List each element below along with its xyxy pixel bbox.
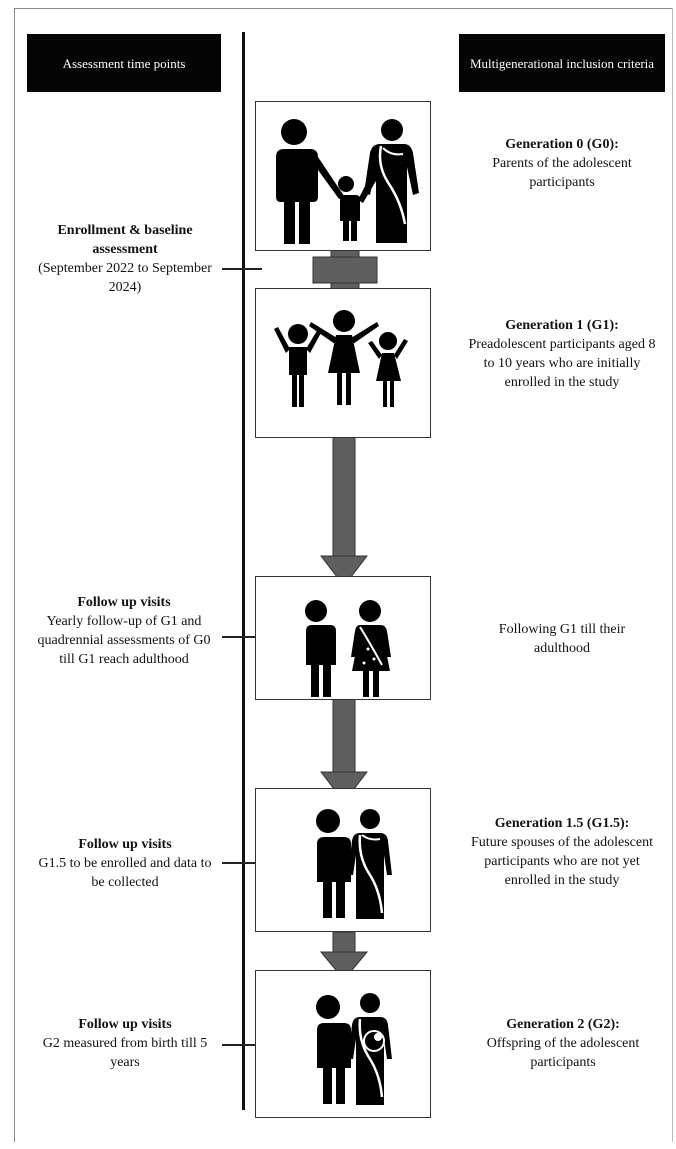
family-parents-with-child-icon [276, 119, 419, 244]
time-point-title: Enrollment & baseline assessment [57, 223, 193, 257]
time-point-text: G2 measured from birth till 5 years [42, 1036, 208, 1070]
generation-g0: Generation 0 (G0): Parents of the adoles… [472, 135, 652, 192]
time-point-followup-3: Follow up visits G2 measured from birth … [36, 1015, 214, 1072]
header-assessment-time-points: Assessment time points [27, 34, 221, 92]
generation-text: Parents of the adolescent participants [492, 156, 632, 190]
timeline-tick-followup-1 [222, 636, 262, 638]
generation-text: Preadolescent participants aged 8 to 10 … [468, 337, 656, 390]
generation-text: Future spouses of the adolescent partici… [471, 835, 653, 888]
generation-text: Following G1 till their adulthood [498, 622, 626, 656]
young-couple-icon [302, 600, 391, 697]
generation-g0-figure-box [255, 101, 431, 251]
generation-g15: Generation 1.5 (G1.5): Future spouses of… [464, 814, 660, 890]
generation-g1-figure-box [255, 288, 431, 438]
couple-icon [312, 809, 392, 919]
header-right-label: Multigenerational inclusion criteria [469, 55, 655, 71]
three-children-icon [274, 310, 408, 407]
timeline-tick-followup-2 [222, 862, 262, 864]
time-point-followup-2: Follow up visits G1.5 to be enrolled and… [36, 835, 214, 892]
time-point-title: Follow up visits [77, 595, 171, 610]
generation-g2: Generation 2 (G2): Offspring of the adol… [478, 1015, 648, 1072]
generation-title: Generation 2 (G2): [506, 1017, 620, 1032]
frame-right-border [672, 8, 673, 1142]
arrow-down-icon [319, 932, 369, 981]
arrow-down-icon [319, 696, 369, 803]
header-inclusion-criteria: Multigenerational inclusion criteria [459, 34, 665, 92]
plus-connector-icon [312, 243, 378, 299]
time-point-enrollment: Enrollment & baseline assessment (Septem… [30, 221, 220, 297]
generation-g1: Generation 1 (G1): Preadolescent partici… [464, 316, 660, 392]
generation-following-g1: Following G1 till their adulthood [474, 620, 650, 658]
frame-left-border [14, 8, 15, 1142]
timeline-tick-enrollment [222, 268, 262, 270]
timeline-tick-followup-3 [222, 1044, 262, 1046]
time-point-title: Follow up visits [78, 1017, 172, 1032]
time-point-text: G1.5 to be enrolled and data to be colle… [38, 856, 212, 890]
time-point-title: Follow up visits [78, 837, 172, 852]
generation-title: Generation 1.5 (G1.5): [494, 816, 630, 831]
couple-with-baby-icon [312, 993, 392, 1105]
generation-follow-figure-box [255, 576, 431, 700]
time-point-text: (September 2022 to September 2024) [38, 261, 212, 295]
generation-g2-figure-box [255, 970, 431, 1118]
generation-title: Generation 0 (G0): [505, 137, 619, 152]
arrow-down-icon [319, 420, 369, 587]
generation-g15-figure-box [255, 788, 431, 932]
header-left-label: Assessment time points [62, 55, 186, 71]
timeline-axis [242, 32, 245, 1110]
generation-title: Generation 1 (G1): [505, 318, 619, 333]
generation-text: Offspring of the adolescent participants [486, 1036, 640, 1070]
time-point-text: Yearly follow-up of G1 and quadrennial a… [37, 614, 211, 667]
frame-top-border [14, 8, 672, 9]
time-point-followup-1: Follow up visits Yearly follow-up of G1 … [28, 593, 220, 669]
